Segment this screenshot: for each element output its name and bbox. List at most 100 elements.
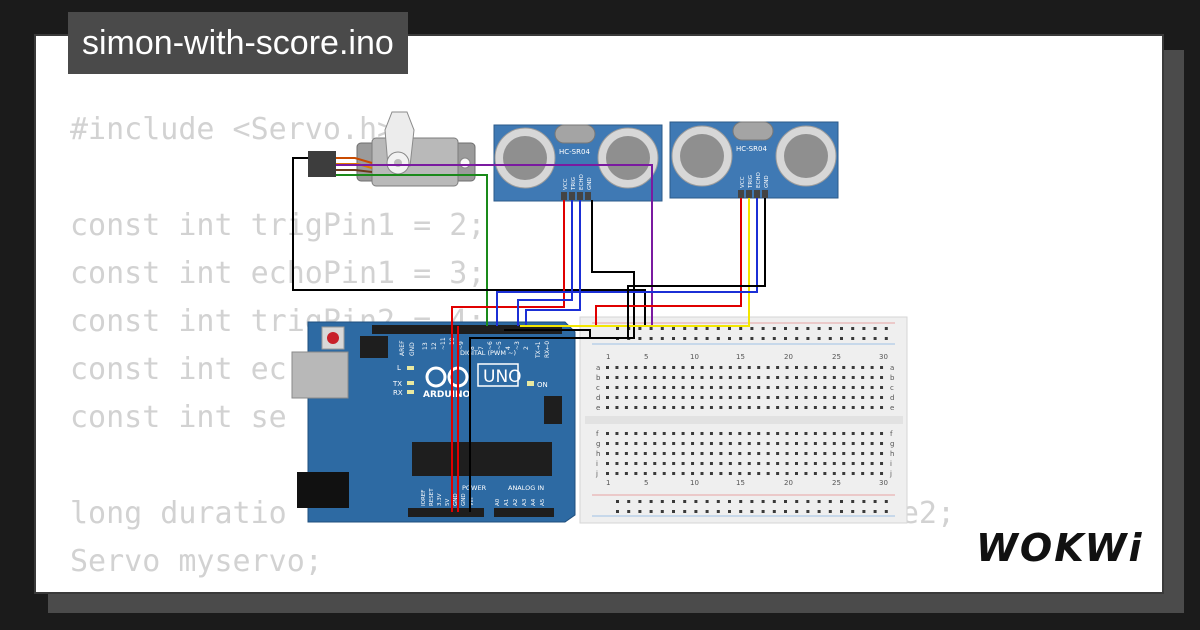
- breadboard-hole: [757, 472, 761, 475]
- arduino-uno-board[interactable]: UNO ARDUINO DIGITAL (PWM ~) POWER ANALOG…: [291, 321, 576, 523]
- breadboard-hole: [851, 396, 855, 399]
- breadboard-hole: [634, 376, 638, 379]
- pin-label: A0: [495, 498, 501, 506]
- board-brand: ARDUINO: [423, 390, 471, 400]
- breadboard-hole: [638, 500, 642, 503]
- ultrasonic-sensor-2[interactable]: HC-SR04 VCC TRIG ECHO GND: [669, 121, 839, 199]
- breadboard-hole: [738, 442, 742, 445]
- breadboard-hole: [795, 452, 798, 455]
- breadboard-hole: [624, 366, 628, 369]
- breadboard-hole: [785, 472, 789, 475]
- wire-green: [336, 174, 488, 326]
- breadboard-hole: [691, 472, 695, 475]
- breadboard-hole: [662, 366, 666, 369]
- breadboard-hole: [813, 396, 817, 399]
- on-led: [527, 381, 534, 386]
- breadboard-hole: [772, 500, 776, 503]
- breadboard-hole: [804, 432, 808, 435]
- breadboard-hole: [757, 406, 761, 409]
- breadboard-hole: [660, 510, 664, 513]
- breadboard-hole: [728, 472, 732, 475]
- breadboard-hole: [813, 376, 817, 379]
- row-letter: f: [890, 430, 893, 438]
- power-label: POWER: [462, 484, 487, 492]
- breadboard-hole: [861, 366, 865, 369]
- breadboard-hole: [785, 452, 789, 455]
- breadboard-hole: [747, 442, 751, 445]
- pin-label: 8: [469, 346, 476, 350]
- breadboard-hole: [813, 406, 817, 409]
- sensor-label: HC-SR04: [559, 148, 590, 156]
- breadboard-hole: [784, 510, 787, 513]
- breadboard-hole: [738, 366, 742, 369]
- ultrasonic-sensor-1[interactable]: HC-SR04 VCC TRIG ECHO GND: [493, 124, 663, 202]
- breadboard-hole: [795, 337, 799, 340]
- breadboard-hole: [813, 462, 817, 465]
- breadboard-hole: [606, 406, 609, 409]
- breadboard-hole: [757, 452, 761, 455]
- breadboard-hole: [880, 452, 884, 455]
- breadboard-hole: [681, 462, 685, 465]
- breadboard-hole: [662, 376, 666, 379]
- row-letter: f: [596, 430, 599, 438]
- breadboard-hole: [705, 337, 709, 340]
- row-letter: i: [890, 460, 892, 468]
- column-number: 30: [879, 353, 888, 361]
- pin-label: A3: [522, 498, 528, 506]
- breadboard-hole: [870, 376, 874, 379]
- breadboard-hole: [747, 376, 751, 379]
- breadboard-hole: [747, 452, 751, 455]
- breadboard-hole: [660, 337, 664, 340]
- breadboard-hole: [766, 406, 770, 409]
- breadboard-hole: [842, 376, 846, 379]
- bottom-pin-labels: IOREF RESET 3.3V 5V GND GND Vin A0 A1 A2…: [421, 488, 546, 506]
- breadboard-hole: [795, 472, 798, 475]
- breadboard-hole: [851, 510, 855, 513]
- breadboard-hole: [828, 327, 832, 330]
- breadboard-hole: [817, 327, 821, 330]
- breadboard-hole: [862, 327, 866, 330]
- breadboard-hole: [681, 442, 685, 445]
- breadboard-hole: [851, 406, 855, 409]
- breadboard-hole: [606, 396, 609, 399]
- breadboard-hole: [766, 442, 770, 445]
- breadboard-hole: [795, 386, 798, 389]
- pin-label: A1: [504, 499, 510, 506]
- breadboard-hole: [691, 366, 695, 369]
- svg-text:GND: GND: [764, 175, 770, 188]
- breadboard-hole: [823, 396, 827, 399]
- breadboard-row-letters: a b c d e f g h i j a b c d e f g h i j: [595, 364, 895, 478]
- pin-label: 7: [478, 346, 485, 350]
- breadboard-hole: [772, 337, 776, 340]
- breadboard-hole: [694, 500, 698, 503]
- tx-led-label: TX: [392, 380, 402, 388]
- breadboard-hole: [766, 396, 770, 399]
- breadboard-hole: [624, 442, 628, 445]
- breadboard-hole: [681, 406, 685, 409]
- breadboard-hole: [691, 462, 695, 465]
- breadboard-hole: [681, 432, 685, 435]
- breadboard-hole: [738, 462, 742, 465]
- breadboard-hole: [785, 366, 789, 369]
- breadboard-hole: [832, 472, 836, 475]
- pin-label: GND: [409, 342, 416, 356]
- breadboard: 1 5 10 15 20 25 30 1 5 10 15 20 25 30 a …: [579, 316, 908, 524]
- breadboard-hole: [691, 452, 695, 455]
- reset-button[interactable]: [327, 332, 339, 344]
- svg-text:GND: GND: [587, 177, 593, 190]
- breadboard-hole: [700, 366, 704, 369]
- breadboard-hole: [823, 462, 827, 465]
- breadboard-hole: [728, 510, 731, 513]
- breadboard-hole: [785, 386, 789, 389]
- breadboard-hole: [615, 406, 619, 409]
- breadboard-hole: [750, 327, 754, 330]
- breadboard-hole: [884, 337, 888, 340]
- breadboard-hole: [873, 327, 877, 330]
- pin-label: 5V: [445, 499, 451, 506]
- breadboard-hole: [804, 386, 808, 389]
- breadboard-hole: [638, 337, 642, 340]
- breadboard-hole: [757, 386, 761, 389]
- breadboard-hole: [672, 376, 676, 379]
- breadboard-hole: [823, 432, 827, 435]
- project-title: simon-with-score.ino: [68, 12, 408, 74]
